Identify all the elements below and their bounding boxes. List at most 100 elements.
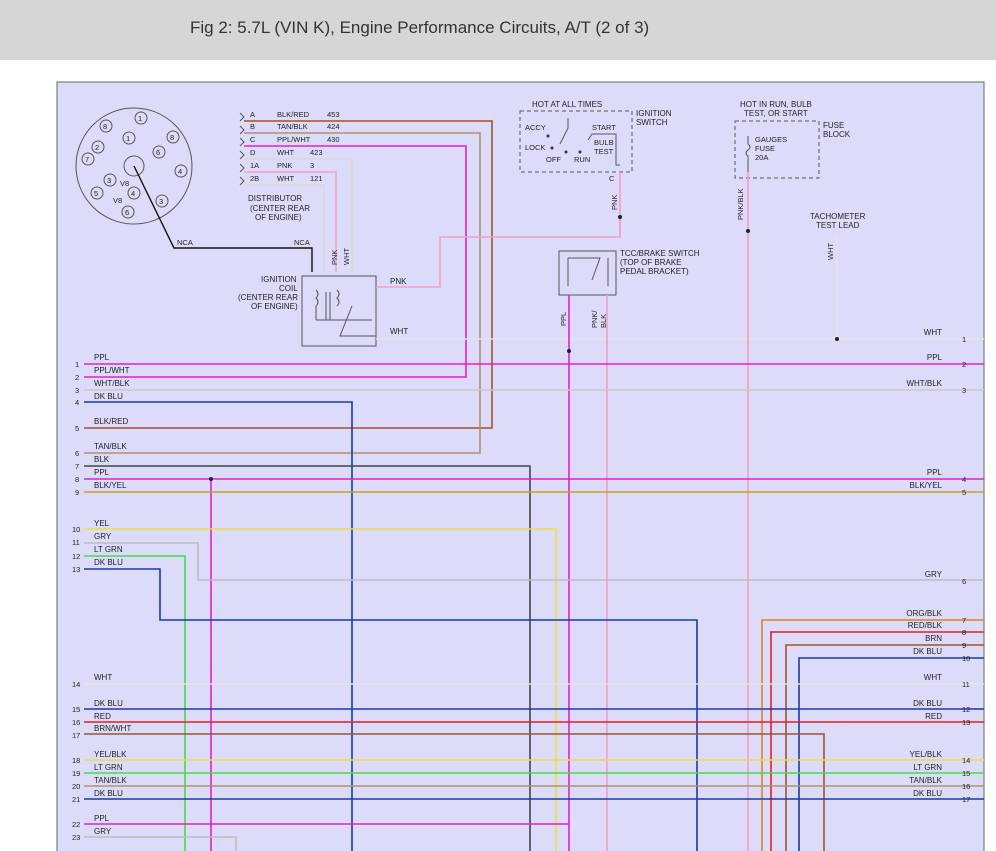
right-wire-label: RED	[925, 712, 942, 721]
tcc-label: PEDAL BRACKET)	[620, 267, 689, 276]
left-pin: 13	[72, 565, 80, 574]
right-wire-label: GRY	[925, 570, 943, 579]
coil-label: IGNITION	[261, 275, 297, 284]
left-wire-label: BLK	[94, 455, 110, 464]
tcc-left-wire: PPL	[559, 312, 568, 326]
nca-label: NCA	[294, 238, 310, 247]
right-pin: 11	[962, 680, 970, 689]
figure-title: Fig 2: 5.7L (VIN K), Engine Performance …	[190, 18, 650, 37]
left-pin: 21	[72, 795, 80, 804]
fuse-block-box	[734, 120, 820, 179]
left-pin: 4	[75, 398, 79, 407]
pin-wire-color: WHT	[277, 148, 294, 157]
distributor-label: OF ENGINE)	[255, 213, 302, 222]
left-pin: 11	[72, 538, 80, 547]
distributor-label: (CENTER REAR	[250, 204, 310, 213]
coil-label: COIL	[279, 284, 298, 293]
right-pin: 13	[962, 718, 970, 727]
coil-windings	[315, 289, 376, 337]
left-wire-label: GRY	[94, 827, 112, 836]
pin-letter: B	[250, 122, 255, 131]
ignition-switch-box	[519, 110, 633, 173]
pin-circuit: 430	[327, 135, 340, 144]
right-pin: 15	[962, 769, 970, 778]
wire-yel-10	[84, 528, 557, 851]
fuse-symbol	[745, 136, 751, 172]
fuse-hot-label: HOT IN RUN, BULB	[740, 100, 812, 109]
ignition-coil: IGNITION COIL (CENTER REAR OF ENGINE)	[238, 275, 377, 347]
left-connector: 1 PPL PPL/WHT 2 WHT/BLK 3 DK BLU 4 BLK/R…	[72, 353, 131, 842]
tcc-label: TCC/BRAKE SWITCH	[620, 249, 700, 258]
left-pin: 1	[75, 360, 79, 369]
pin-letter: 1A	[250, 161, 259, 170]
left-pin: 7	[75, 462, 79, 471]
left-wire-label: BLK/RED	[94, 417, 128, 426]
pin-letter: C	[250, 135, 256, 144]
left-pin: 9	[75, 488, 79, 497]
left-pin: 16	[72, 718, 80, 727]
ignition-position: OFF	[546, 155, 561, 164]
pin-circuit: 3	[310, 161, 314, 170]
right-wire-label: WHT	[924, 328, 942, 337]
right-wire-label: DK BLU	[913, 789, 942, 798]
distributor-pin-ticks	[239, 112, 245, 186]
ignition-position: TEST	[594, 147, 614, 156]
left-wire-label: TAN/BLK	[94, 442, 127, 451]
ignition-wire-label: PNK	[610, 195, 619, 210]
tcc-contacts	[567, 257, 609, 286]
wire-wht-121	[244, 184, 325, 272]
distributor-label: DISTRIBUTOR	[248, 194, 302, 203]
left-wire-label: GRY	[94, 532, 112, 541]
left-wire-label: RED	[94, 712, 111, 721]
pin-letter: 2B	[250, 174, 259, 183]
pin-wire-color: TAN/BLK	[277, 122, 308, 131]
coil-vertical-pnk: PNK	[330, 250, 339, 265]
pin-circuit: 453	[327, 110, 340, 119]
right-wire-label: BLK/YEL	[910, 481, 943, 490]
distributor-pin-labels: A BLK/RED 453 B TAN/BLK 424 C PPL/WHT 43…	[250, 110, 340, 183]
left-pin: 10	[72, 525, 80, 534]
right-pin: 8	[962, 628, 966, 637]
figure-header	[0, 0, 996, 60]
pin-circuit: 423	[310, 148, 323, 157]
left-pin: 8	[75, 475, 79, 484]
fuse-block: HOT IN RUN, BULB TEST, OR START FUSE BLO…	[734, 100, 851, 220]
wire-brn-9r	[785, 644, 984, 851]
cap-terminal-number: 3	[107, 176, 111, 185]
fuse-hot-label: TEST, OR START	[744, 109, 808, 118]
ignition-position: START	[592, 123, 616, 132]
left-pin: 12	[72, 552, 80, 561]
left-wire-label: BRN/WHT	[94, 724, 131, 733]
right-wire-label: YEL/BLK	[910, 750, 943, 759]
cap-terminal-number: 4	[131, 189, 135, 198]
right-wire-label: PPL	[927, 468, 943, 477]
right-wire-label: PPL	[927, 353, 943, 362]
cap-terminal-number: 5	[94, 189, 98, 198]
right-pin: 1	[962, 335, 966, 344]
pin-letter: A	[250, 110, 255, 119]
wire-gry-11	[84, 542, 984, 581]
right-wire-label: DK BLU	[913, 647, 942, 656]
right-wire-label: ORG/BLK	[906, 609, 942, 618]
wire-nca	[133, 165, 313, 272]
left-wire-label: WHT	[94, 673, 112, 682]
coil-vertical-wht: WHT	[342, 248, 351, 265]
cap-terminal-number: 1	[138, 114, 142, 123]
splice	[835, 337, 839, 341]
right-connector: WHT 1 PPL 2 WHT/BLK 3 PPL 4 BLK/YEL 5 GR…	[906, 328, 970, 804]
left-wire-label: PPL	[94, 353, 110, 362]
ignition-switch: HOT AT ALL TIMES IGNITION SWITCH ACCY LO…	[519, 100, 672, 210]
left-pin: 18	[72, 756, 80, 765]
wire-blk-red	[84, 120, 493, 429]
right-pin: 9	[962, 641, 966, 650]
left-wire-label: PPL/WHT	[94, 366, 130, 375]
right-pin: 16	[962, 782, 970, 791]
right-pin: 7	[962, 616, 966, 625]
left-pin: 5	[75, 424, 79, 433]
left-pin: 14	[72, 680, 80, 689]
tcc-brake-switch: TCC/BRAKE SWITCH (TOP OF BRAKE PEDAL BRA…	[558, 249, 700, 328]
pin-wire-color: PPL/WHT	[277, 135, 311, 144]
ignition-terminal: C	[609, 174, 615, 183]
left-pin: 22	[72, 820, 80, 829]
left-wire-label: PPL	[94, 468, 110, 477]
